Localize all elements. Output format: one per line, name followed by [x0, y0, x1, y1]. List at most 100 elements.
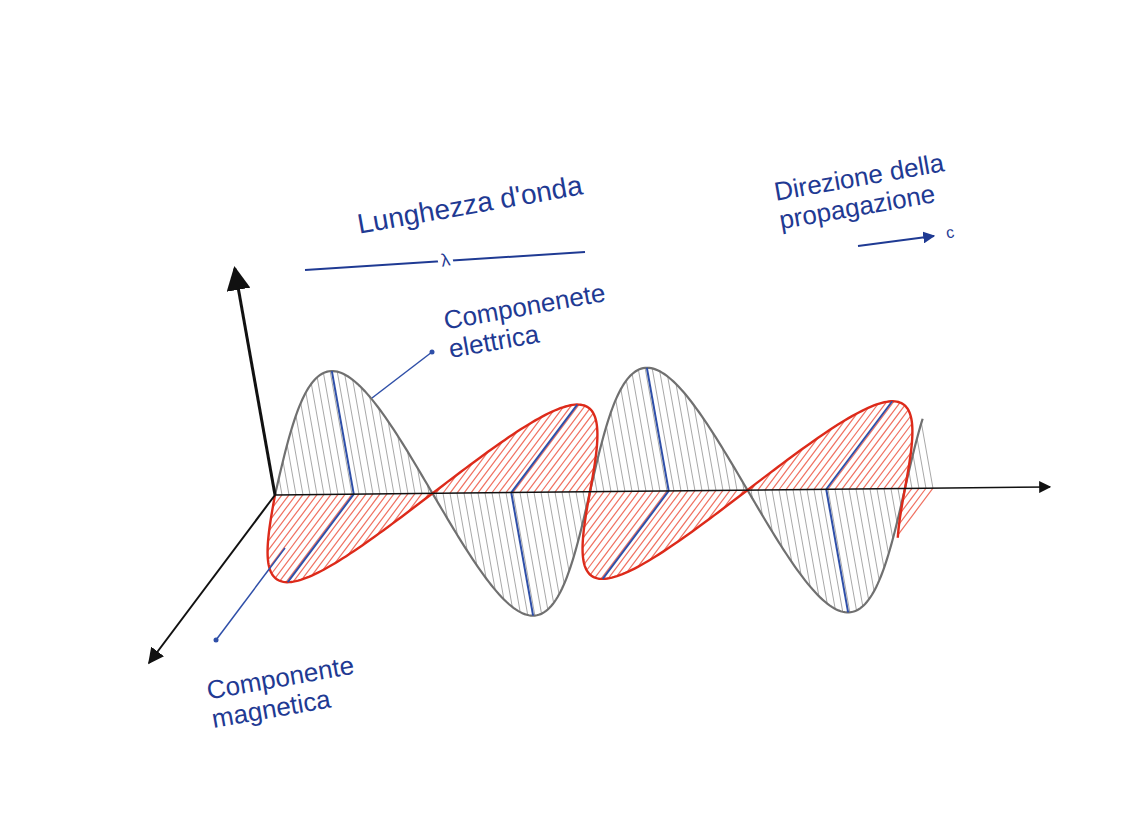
axis-arrow	[235, 268, 275, 495]
hatch-line	[606, 426, 618, 491]
axis-arrow	[149, 495, 275, 663]
hatch-line	[323, 373, 345, 494]
hatch-line	[370, 397, 387, 494]
peak-line	[826, 489, 848, 612]
leader-dot	[214, 638, 219, 643]
hatch-line	[379, 408, 394, 494]
hatch-line	[302, 494, 366, 579]
hatch-line	[527, 409, 590, 493]
leader-line	[372, 352, 432, 398]
hatch-line	[595, 491, 660, 578]
hatch-line	[548, 492, 564, 583]
hatch-line	[842, 405, 905, 489]
hatch-line	[835, 403, 900, 490]
hatch-line	[335, 494, 387, 563]
hatch-line	[645, 368, 667, 491]
peak-line	[826, 401, 892, 489]
wavelength-label: Lunghezza d'onda	[355, 170, 585, 240]
hatch-line	[611, 412, 625, 491]
hatch-line	[478, 424, 530, 493]
peak-line	[332, 371, 354, 494]
hatch-line	[863, 489, 879, 581]
peak-line	[603, 491, 669, 579]
hatch-line	[471, 493, 486, 579]
hatch-line	[584, 491, 639, 564]
leader-dot	[430, 350, 435, 355]
hatch-line	[520, 492, 542, 613]
hatch-line	[621, 389, 639, 491]
hatch-line	[638, 491, 695, 567]
hatch-line	[870, 489, 884, 568]
hatch-line	[598, 458, 604, 492]
hatch-line	[786, 429, 832, 490]
propagation-arrow	[858, 236, 934, 246]
hatch-line	[555, 492, 569, 571]
hatch-line	[917, 438, 926, 488]
hatch-line	[499, 407, 563, 492]
peak-line	[647, 368, 669, 491]
hatch-line	[921, 423, 933, 488]
hatch-line	[856, 489, 874, 591]
hatch-line	[562, 492, 574, 557]
hatch-line	[548, 427, 597, 492]
hatch-line	[478, 493, 495, 590]
hatch-line	[663, 490, 709, 551]
hatch-line	[275, 494, 338, 578]
hatch-line	[800, 413, 857, 489]
hatch-line	[513, 493, 535, 616]
hatch-line	[590, 491, 653, 575]
hatch-line	[913, 454, 919, 488]
hatch-line	[485, 417, 542, 493]
hatch-line	[877, 489, 889, 554]
hatch-line	[856, 416, 911, 489]
peak-line	[511, 493, 533, 616]
hatch-line	[601, 491, 667, 579]
hatch-line	[793, 490, 810, 587]
hatch-line	[786, 490, 801, 576]
hatch-line	[884, 489, 893, 539]
hatch-line	[541, 419, 596, 492]
hatch-line	[793, 420, 845, 489]
hatch-line	[828, 489, 850, 612]
hatch-line	[323, 494, 380, 570]
hatch-line	[602, 441, 611, 491]
hatch-line	[821, 489, 843, 611]
hatch-line	[835, 489, 857, 610]
hatch-line	[541, 492, 559, 594]
hatch-line	[269, 494, 324, 567]
hatch-line	[296, 415, 310, 494]
speed-symbol: c	[945, 224, 956, 243]
hatch-line	[650, 491, 702, 560]
peak-line	[511, 405, 577, 493]
hatch-line	[863, 423, 912, 488]
hatch-line	[513, 405, 579, 493]
hatch-line	[286, 494, 352, 582]
hatch-line	[287, 445, 296, 495]
hatch-line	[348, 494, 394, 555]
electric-label: Componenete elettrica	[442, 272, 649, 363]
magnetic-label: Componente magnetica	[205, 642, 412, 733]
hatch-line	[330, 371, 352, 494]
hatch-line	[617, 491, 681, 576]
hatch-line	[891, 489, 897, 523]
lambda-symbol: λ	[436, 250, 454, 272]
hatch-line	[569, 492, 578, 542]
hatch-line	[828, 401, 894, 489]
hatch-line	[520, 406, 585, 493]
hatch-line	[306, 392, 324, 494]
hatch-line	[283, 461, 289, 495]
hatch-line	[685, 394, 702, 491]
hatch-line	[814, 404, 878, 489]
hatch-line	[506, 493, 528, 615]
axis-arrow	[275, 487, 1050, 495]
hatch-line	[301, 403, 317, 495]
hatch-line	[337, 372, 359, 494]
hatch-line	[652, 368, 674, 490]
hatch-line	[291, 429, 303, 494]
hatch-line	[471, 432, 517, 493]
hatch-line	[280, 494, 345, 581]
leader-line	[216, 548, 285, 640]
propagation-label: Direzione della propagazione	[772, 135, 1028, 235]
